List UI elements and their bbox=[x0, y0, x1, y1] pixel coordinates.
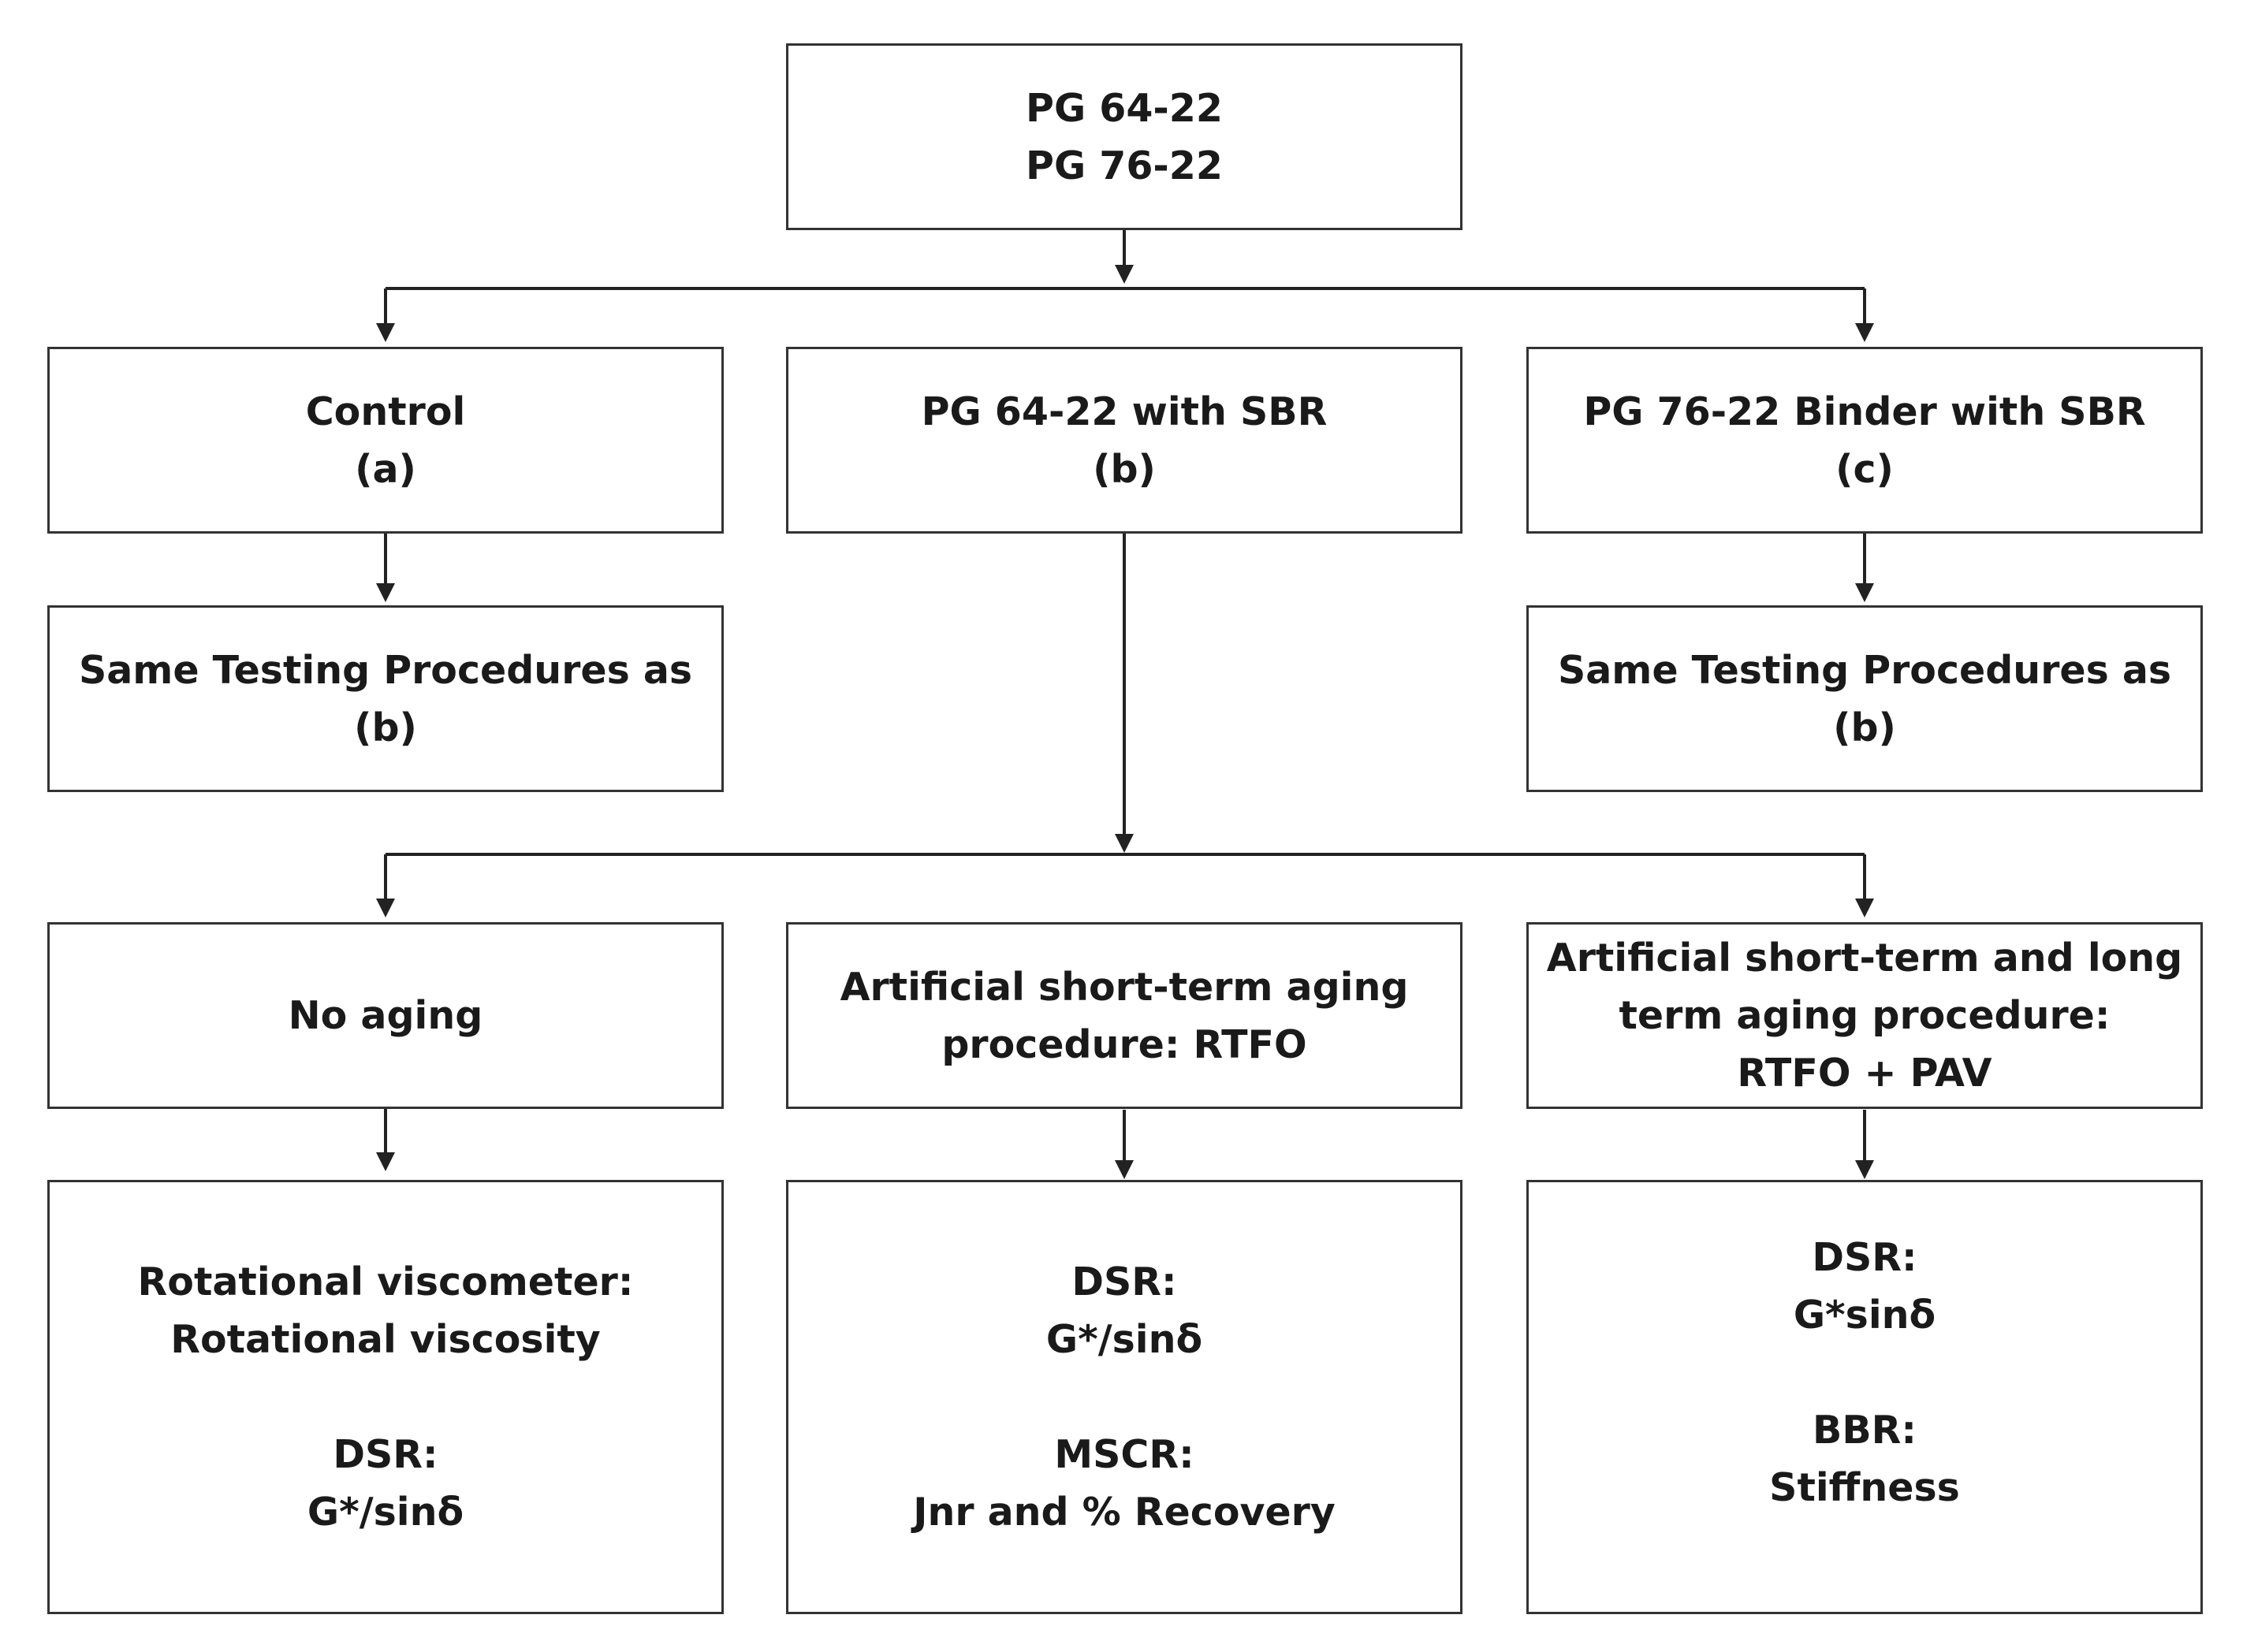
control-box: Control (a) bbox=[47, 347, 724, 534]
binder-grades-box: PG 64-22 PG 76-22 bbox=[786, 43, 1462, 230]
short-term-aging-line2: procedure: RTFO bbox=[941, 1021, 1307, 1067]
arrowhead-pg76-sbr bbox=[1855, 323, 1874, 342]
arrowhead-control-to-same bbox=[376, 583, 395, 602]
arrowhead-root-stem bbox=[1115, 265, 1134, 284]
same-testing-left-tag: (b) bbox=[354, 705, 417, 750]
pg76-sbr-box: PG 76-22 Binder with SBR (c) bbox=[1526, 347, 2203, 534]
arrowhead-rtfo-tests bbox=[1115, 1160, 1134, 1179]
control-title: Control bbox=[305, 389, 466, 434]
pg64-sbr-title: PG 64-22 with SBR bbox=[921, 389, 1328, 434]
arrowhead-pg76-to-same bbox=[1855, 583, 1874, 602]
rotational-viscosity-value: Rotational viscosity bbox=[170, 1317, 601, 1362]
binder-grade-76-22: PG 76-22 bbox=[1026, 143, 1223, 188]
arrowhead-control bbox=[376, 323, 395, 342]
long-term-aging-box: Artificial short-term and long term agin… bbox=[1526, 922, 2203, 1109]
arrowhead-pav-tests bbox=[1855, 1160, 1874, 1179]
same-testing-left-box: Same Testing Procedures as (b) bbox=[47, 605, 724, 792]
mscr-value: Jnr and % Recovery bbox=[913, 1490, 1336, 1535]
arrowhead-pg64-stem bbox=[1115, 834, 1134, 853]
same-testing-right-text: Same Testing Procedures as bbox=[1557, 647, 2172, 693]
pav-dsr-value: G*sinδ bbox=[1793, 1293, 1936, 1338]
short-term-aging-box: Artificial short-term aging procedure: R… bbox=[786, 922, 1462, 1109]
pav-tests-box: DSR: G*sinδ BBR: Stiffness bbox=[1526, 1180, 2203, 1614]
rotational-viscometer-label: Rotational viscometer: bbox=[137, 1259, 634, 1304]
arrowhead-no-aging bbox=[376, 899, 395, 917]
pg76-sbr-title: PG 76-22 Binder with SBR bbox=[1583, 389, 2146, 434]
no-aging-text: No aging bbox=[288, 993, 483, 1038]
arrowhead-no-aging-tests bbox=[376, 1152, 395, 1171]
same-testing-left-text: Same Testing Procedures as bbox=[78, 647, 693, 693]
bbr-value: Stiffness bbox=[1769, 1465, 1960, 1510]
same-testing-right-tag: (b) bbox=[1833, 705, 1896, 750]
pav-dsr-label: DSR: bbox=[1812, 1235, 1917, 1280]
long-term-aging-line3: RTFO + PAV bbox=[1737, 1051, 1992, 1096]
long-term-aging-line2: term aging procedure: bbox=[1619, 993, 2111, 1038]
rtfo-dsr-value: G*/sinδ bbox=[1045, 1317, 1203, 1362]
long-term-aging-line1: Artificial short-term and long bbox=[1546, 936, 2183, 980]
bbr-label: BBR: bbox=[1812, 1408, 1917, 1453]
unaged-dsr-label: DSR: bbox=[333, 1432, 438, 1477]
mscr-label: MSCR: bbox=[1054, 1432, 1194, 1477]
pg76-sbr-tag: (c) bbox=[1835, 446, 1894, 492]
same-testing-right-box: Same Testing Procedures as (b) bbox=[1526, 605, 2203, 792]
pg64-sbr-box: PG 64-22 with SBR (b) bbox=[786, 347, 1462, 534]
arrowhead-long-aging bbox=[1855, 899, 1874, 917]
binder-grade-64-22: PG 64-22 bbox=[1026, 85, 1223, 131]
control-tag: (a) bbox=[355, 446, 416, 492]
unaged-dsr-value: G*/sinδ bbox=[307, 1490, 464, 1535]
unaged-tests-box: Rotational viscometer: Rotational viscos… bbox=[47, 1180, 724, 1614]
no-aging-box: No aging bbox=[47, 922, 724, 1109]
short-term-aging-line1: Artificial short-term aging bbox=[840, 964, 1409, 1010]
rtfo-tests-box: DSR: G*/sinδ MSCR: Jnr and % Recovery bbox=[786, 1180, 1462, 1614]
pg64-sbr-tag: (b) bbox=[1093, 446, 1156, 492]
rtfo-dsr-label: DSR: bbox=[1071, 1259, 1177, 1304]
